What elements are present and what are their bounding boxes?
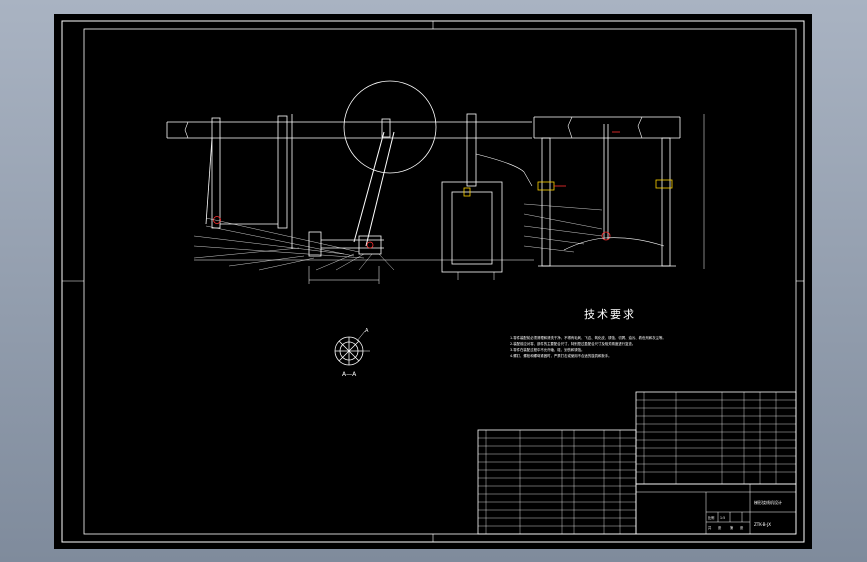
section-marker: A [365, 328, 369, 334]
title-block-scale-label: 比例 [708, 515, 714, 520]
technical-requirements-heading: 技术要求 [584, 308, 636, 321]
parts-list-upper [635, 391, 797, 485]
drawing-frame [61, 20, 805, 543]
cad-drawing: A A—A 技术要求 1.零件装配前必须清理和清洗干净，不得有毛刺、飞边、氧化皮… [61, 20, 805, 543]
main-elevation-view [166, 80, 534, 284]
section-view-a-a [334, 330, 370, 366]
cad-viewport[interactable]: A A—A 技术要求 1.零件装配前必须清理和清洗干净，不得有毛刺、飞边、氧化皮… [54, 14, 812, 549]
title-block-sheet-label-1: 共 [708, 525, 712, 530]
title-block-sheet-label-3: 第 [730, 525, 734, 530]
section-label: A—A [342, 371, 357, 378]
title-block-scale-value: 1:5 [720, 516, 725, 520]
side-view [523, 114, 705, 269]
requirement-3: 3.零件在装配过程中不允许磕、碰、划伤和锈蚀。 [510, 347, 584, 352]
title-block-drawing-name: 梯形绕线机设计 [754, 499, 782, 505]
requirement-2: 2.装配前应对零、部件的主要配合尺寸，特别是过盈配合尺寸及相关精度进行复查。 [510, 341, 635, 346]
requirement-4: 4.螺钉、螺栓和螺母紧固时，严禁打击或使用不合适的旋具和扳手。 [510, 353, 612, 358]
title-block-sheet-label-2: 张 [718, 525, 722, 530]
parts-list-lower [477, 429, 637, 535]
title-block-sheet-label-4: 张 [740, 525, 744, 530]
title-block-drawing-code: ZTK-B-JX [754, 522, 771, 527]
title-block [635, 483, 797, 535]
requirement-1: 1.零件装配前必须清理和清洗干净，不得有毛刺、飞边、氧化皮、锈蚀、切屑、油污、着… [510, 335, 666, 340]
